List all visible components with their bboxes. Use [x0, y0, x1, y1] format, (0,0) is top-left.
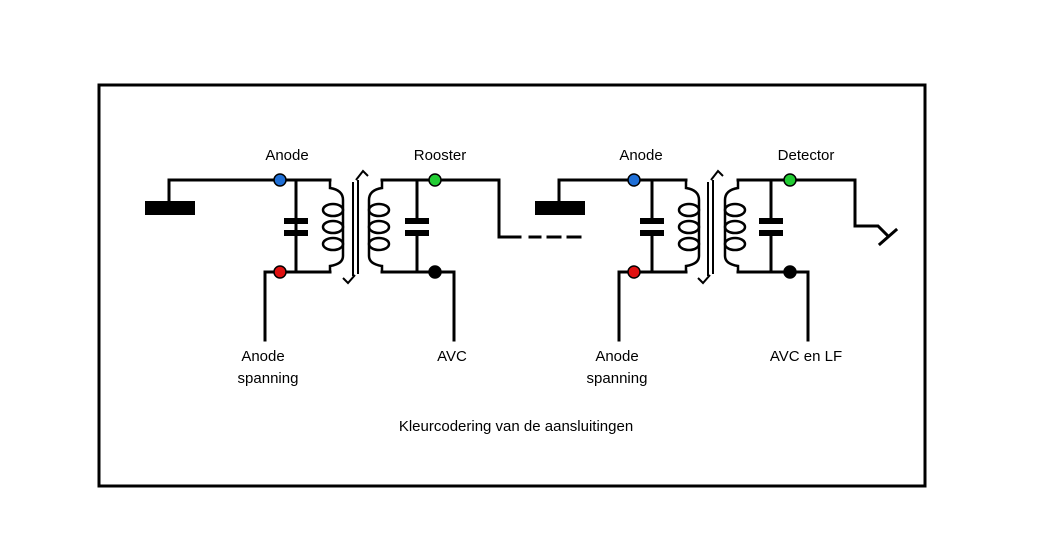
primary-capacitor-plate-top-1 [284, 218, 308, 224]
primary-capacitor-plate-bottom-1 [284, 230, 308, 236]
terminal-avc-1 [428, 265, 442, 279]
transformer-core-2 [697, 169, 724, 285]
terminal-avc-lf [783, 265, 797, 279]
label-anode-supply-2-line2: spanning [587, 370, 648, 387]
terminal-anode-2 [627, 173, 641, 187]
label-anode-2: Anode [619, 147, 662, 164]
secondary-coil-1 [367, 180, 391, 272]
secondary-capacitor-plate-bottom-2 [759, 230, 783, 236]
anode-supply-lead-1 [263, 270, 282, 342]
secondary-coil-2 [723, 180, 747, 272]
grid-wire-1 [433, 178, 522, 239]
secondary-bus-1 [380, 178, 437, 274]
label-avc: AVC [437, 348, 467, 365]
terminal-anode-1 [273, 173, 287, 187]
if-stage-2: Anode Detector Anode spanning AVC en LF [535, 147, 899, 387]
primary-capacitor-plate-bottom-2 [640, 230, 664, 236]
tuning-slug-bottom-2 [697, 274, 711, 285]
tuning-slug-bottom-1 [342, 274, 356, 285]
primary-bus-2 [632, 178, 688, 274]
if-stage-1: Anode Rooster Anode spanning AVC [145, 147, 582, 387]
anode-wire-1 [167, 178, 282, 203]
label-avc-lf: AVC en LF [770, 348, 842, 365]
label-anode-supply-1-line2: spanning [238, 370, 299, 387]
primary-coil-1 [321, 180, 345, 272]
detector-terminal-bar [877, 227, 899, 247]
label-anode-1: Anode [265, 147, 308, 164]
primary-capacitor-plate-top-2 [640, 218, 664, 224]
terminal-detector [783, 173, 797, 187]
label-anode-supply-1-line1: Anode [241, 348, 284, 365]
tube-plate-1 [145, 201, 195, 215]
detector-wire [788, 178, 891, 239]
anode-supply-lead-2 [617, 270, 636, 342]
secondary-bus-2 [736, 178, 792, 274]
secondary-capacitor-plate-top-2 [759, 218, 783, 224]
transformer-core-1 [342, 169, 369, 285]
avc-lf-lead [788, 270, 810, 342]
tube-plate-2 [535, 201, 585, 215]
primary-coil-2 [677, 180, 701, 272]
label-rooster: Rooster [414, 147, 467, 164]
terminal-anode-supply-2 [627, 265, 641, 279]
diagram-caption: Kleurcodering van de aansluitingen [399, 418, 633, 435]
diagram-frame [97, 83, 927, 488]
secondary-capacitor-plate-top-1 [405, 218, 429, 224]
tuning-slug-top-1 [355, 169, 369, 181]
label-detector: Detector [778, 147, 835, 164]
avc-lead-1 [433, 270, 456, 342]
secondary-capacitor-plate-bottom-1 [405, 230, 429, 236]
anode-wire-2 [557, 178, 636, 203]
tuning-slug-top-2 [710, 169, 724, 181]
terminal-grid-1 [428, 173, 442, 187]
terminal-anode-supply-1 [273, 265, 287, 279]
label-anode-supply-2-line1: Anode [595, 348, 638, 365]
